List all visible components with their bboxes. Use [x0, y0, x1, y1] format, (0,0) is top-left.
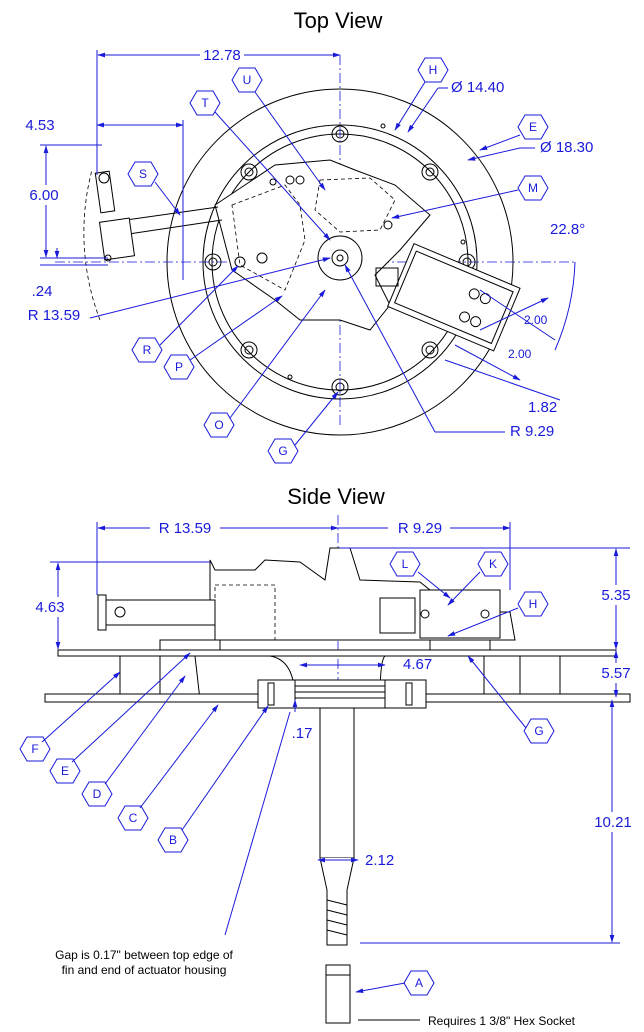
- dim-dia-18-30: Ø 18.30: [540, 139, 593, 156]
- svg-text:E: E: [529, 120, 537, 134]
- callout-S: S: [127, 161, 181, 216]
- side-dim-0-17: .17: [292, 725, 313, 742]
- svg-text:C: C: [129, 811, 138, 825]
- side-dim-5-35: 5.35: [601, 587, 630, 604]
- svg-text:G: G: [534, 724, 543, 738]
- right-actuator: [387, 243, 521, 352]
- svg-text:D: D: [93, 787, 102, 801]
- callout-H: H: [394, 57, 449, 131]
- dim-r13-59: R 13.59: [28, 307, 81, 324]
- side-view-title: Side View: [287, 484, 385, 509]
- svg-text:O: O: [214, 418, 223, 432]
- side-dim-10-21: 10.21: [594, 814, 632, 831]
- side-dim-4-63: 4.63: [35, 599, 64, 616]
- shaft: [319, 707, 355, 859]
- svg-text:A: A: [415, 976, 423, 990]
- callout-M: M: [391, 175, 549, 219]
- svg-text:M: M: [528, 181, 538, 195]
- side-top-plate: [57, 649, 617, 657]
- side-dim-r9-29: R 9.29: [398, 520, 442, 537]
- side-dim-4-67: 4.67: [403, 656, 432, 673]
- side-dim-2-12: 2.12: [365, 852, 394, 869]
- callout-G: G: [267, 391, 339, 464]
- dim-6-00: 6.00: [29, 187, 58, 204]
- svg-text:L: L: [402, 557, 409, 571]
- callout-L: L: [389, 551, 451, 599]
- svg-text:H: H: [529, 597, 538, 611]
- side-cylinder: [99, 599, 216, 626]
- callout-B: B: [157, 705, 269, 853]
- callout-H2: H: [447, 591, 549, 637]
- dim-r9-29: R 9.29: [510, 423, 554, 440]
- left-cylinder: [94, 170, 223, 262]
- callout-P: P: [163, 295, 283, 380]
- side-dim-r13-59: R 13.59: [159, 520, 212, 537]
- callout-E: E: [479, 114, 549, 151]
- hex-socket-note: Requires 1 3/8" Hex Socket: [428, 1014, 576, 1028]
- svg-text:B: B: [169, 833, 177, 847]
- center-hub-bore: [331, 249, 349, 267]
- callout-F: F: [19, 671, 121, 762]
- plate-hidden-features: [231, 184, 306, 291]
- svg-text:R: R: [143, 343, 152, 357]
- svg-text:T: T: [201, 96, 209, 110]
- svg-text:U: U: [243, 73, 252, 87]
- svg-text:G: G: [278, 444, 287, 458]
- center-hub: [317, 235, 363, 281]
- svg-text:H: H: [429, 63, 438, 77]
- svg-text:F: F: [31, 742, 38, 756]
- right-actuator-tab: [375, 267, 399, 287]
- top-view-title: Top View: [294, 8, 383, 33]
- plate-hidden-features-2: [314, 177, 396, 233]
- dim-2-00-b: 2.00: [508, 347, 532, 361]
- svg-text:E: E: [61, 764, 69, 778]
- dim-0-24: .24: [32, 283, 53, 300]
- dim-12-78: 12.78: [203, 47, 241, 64]
- callout-T: T: [189, 90, 331, 241]
- top-view: [55, 55, 576, 436]
- dim-angle-22-8: 22.8°: [550, 221, 585, 238]
- dim-1-82: 1.82: [528, 399, 557, 416]
- callout-C: C: [117, 704, 219, 831]
- bolt-holes: [204, 123, 476, 396]
- callout-G2: G: [467, 655, 555, 744]
- svg-text:P: P: [175, 360, 183, 374]
- side-view: [44, 515, 631, 1024]
- callout-A: A: [355, 970, 435, 996]
- top-callouts: H E U T S M R: [127, 57, 549, 464]
- callout-K: K: [447, 551, 509, 606]
- svg-text:S: S: [139, 167, 147, 181]
- dim-4-53: 4.53: [25, 117, 54, 134]
- callout-E2: E: [49, 652, 191, 784]
- callout-R: R: [131, 265, 239, 363]
- gap-note-line-2: fin and end of actuator housing: [62, 963, 227, 977]
- gap-note-line-1: Gap is 0.17" between top edge of: [55, 948, 233, 962]
- angle-arc: [554, 261, 576, 351]
- top-dimensions: 12.78 4.53 6.00 .24 R 13.59 Ø 14.40 Ø 18…: [24, 45, 593, 440]
- callout-D: D: [81, 675, 186, 807]
- dim-2-00-a: 2.00: [524, 313, 548, 327]
- dim-dia-14-40: Ø 14.40: [451, 79, 504, 96]
- hex-socket: [325, 964, 351, 1024]
- side-callouts: L K H F E D C: [19, 551, 555, 996]
- side-dim-5-57: 5.57: [601, 665, 630, 682]
- side-dimensions: R 13.59 R 9.29 4.63 5.35 5.57 4.67 .17 2…: [35, 517, 640, 944]
- callout-U: U: [231, 67, 326, 191]
- notes: Gap is 0.17" between top edge of fin and…: [55, 711, 576, 1028]
- r1359-arc: [83, 169, 101, 321]
- callout-O: O: [203, 289, 326, 438]
- svg-text:K: K: [489, 557, 497, 571]
- actuator-housing: [257, 679, 427, 709]
